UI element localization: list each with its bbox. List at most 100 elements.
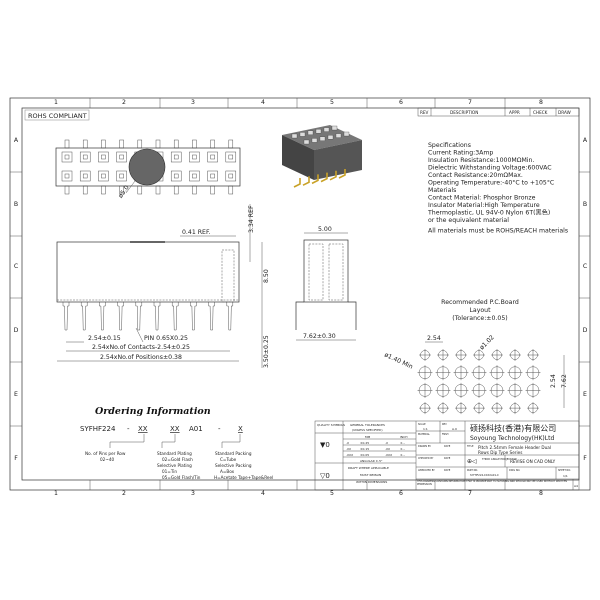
scale-value: 1:1: [423, 427, 428, 431]
column-label: 7: [468, 490, 472, 497]
gold-pin-3d: [311, 174, 319, 185]
socket-cavity: [98, 170, 109, 182]
packing-code: X: [238, 425, 243, 433]
pin-tail: [173, 185, 179, 195]
socket-contact: [119, 154, 124, 160]
socket-contact: [228, 173, 234, 179]
socket-cavity: [170, 151, 182, 163]
column-label: 3: [191, 99, 195, 106]
pin-tail: [137, 139, 143, 149]
dim-334-ref: 3.34 REF: [248, 205, 255, 233]
socket-hole-3d: [331, 125, 338, 131]
row-label: A: [583, 137, 588, 144]
socket-cavity: [189, 151, 200, 163]
side-pin: [135, 302, 143, 331]
pin-tail: [82, 185, 88, 195]
tolerance-cell: .X: [346, 441, 349, 445]
part-no-label: PART NO.: [467, 469, 478, 472]
column-label: 5: [330, 490, 334, 497]
plating-selective: Selective Plating: [157, 463, 192, 468]
socket-contact: [210, 173, 215, 179]
pin-tail: [119, 185, 124, 195]
tolerance-cell: ±...: [400, 447, 405, 451]
row-label: C: [14, 263, 18, 270]
socket-hole-3d: [315, 129, 322, 134]
socket-contact: [192, 154, 197, 160]
title-label: TITLE: [467, 445, 474, 448]
tolerance-cell: ±0.05: [360, 453, 369, 457]
pins-range: 02~40: [100, 457, 115, 462]
dim-positions: 2.54xNo.of Positions±0.38: [100, 354, 182, 361]
tolerance-cell: .XXX: [385, 453, 392, 457]
row-label: D: [583, 327, 588, 334]
ordering-title: Ordering Information: [95, 406, 211, 417]
socket-hole-3d: [335, 133, 342, 138]
dim-top-dia: ø5.0: [117, 184, 131, 199]
row-label: F: [14, 455, 18, 462]
sheet-value: 1/1: [563, 474, 568, 478]
pick-and-place-pad: [128, 148, 166, 186]
socket-cavity: [116, 170, 127, 182]
socket-cavity: [225, 151, 237, 163]
socket-cavity: [170, 170, 182, 182]
socket-hole-3d: [323, 127, 330, 132]
top-view: ø5.0: [55, 139, 241, 200]
socket-contact: [64, 154, 70, 160]
date-label: DATE: [444, 445, 451, 448]
unless-specified: (UNLESS SPECIFIED): [352, 428, 383, 432]
dash: -: [218, 425, 221, 433]
side-pin: [208, 302, 215, 331]
pin-tail: [210, 185, 215, 195]
dim-contacts: 2.54xNo.of Contacts-2.54±0.25: [92, 344, 190, 351]
dim-width-500: 5.00: [318, 226, 332, 233]
gold-pin-3d: [338, 169, 346, 179]
description-header: DESCRIPTION: [450, 110, 478, 115]
column-label: 8: [539, 490, 543, 497]
plating-01: 01=Tin: [162, 469, 177, 474]
part-prefix: SYFHF224: [80, 425, 116, 433]
dash: -: [127, 425, 130, 433]
plating-code: XX: [170, 425, 180, 433]
revise-note: REVISE ON CAD ONLY: [510, 459, 556, 464]
socket-cavity: [116, 151, 127, 163]
side-pin: [190, 302, 197, 331]
scale-label: SCALE: [418, 423, 426, 426]
pcb-layout: Recommended P.C.Board Layout (Tolerance:…: [383, 299, 568, 415]
pin-tail: [119, 139, 124, 149]
drawing-title-line1: Pitch 2.54mm Female Header Dual: [478, 445, 551, 450]
side-pin: [226, 302, 234, 331]
dim-tail: 3.50±0.25: [263, 335, 270, 368]
tolerance-cell: ±0.15: [360, 447, 369, 451]
pcb-hole-dia: ø1.02: [478, 334, 495, 351]
column-label: 4: [261, 99, 265, 106]
pin-tail: [155, 139, 161, 149]
spec-line: Materials: [428, 187, 456, 194]
column-label: 5: [330, 99, 334, 106]
socket-contact: [192, 173, 197, 179]
column-label: 7: [468, 99, 472, 106]
tolerance-cell: .XX: [385, 447, 390, 451]
socket-hole-3d: [307, 130, 314, 135]
side-view: 0.41 REF. 3.34 REF 8.50 3.50±0.25 2.54±0…: [56, 204, 270, 368]
socket-cavity: [79, 151, 91, 163]
dim-row-spacing: 7.62±0.30: [303, 333, 336, 340]
column-label: 6: [399, 99, 403, 106]
plating-standard: Standard Plating: [157, 451, 192, 456]
inner-border: [21, 107, 580, 481]
column-label: 1: [54, 490, 58, 497]
pin-tail: [137, 185, 143, 195]
gold-pin-3d: [302, 176, 310, 186]
socket-cavity: [207, 151, 218, 163]
rev-value: A.0: [452, 427, 457, 431]
column-label: 6: [399, 490, 403, 497]
dim-pin: PIN 0.65X0.25: [144, 335, 188, 342]
plating-02: 02=Gold Flash: [162, 457, 193, 462]
pcb-tolerance: (Tolerance:±0.05): [452, 315, 507, 322]
pcb-row-spacing: 7.62: [561, 374, 568, 388]
draw-header: DRAW: [558, 110, 571, 115]
side-pin: [62, 302, 70, 331]
socket-cavity: [225, 170, 237, 182]
check-header: CHECK: [533, 110, 548, 115]
rohs-label: ROHS COMPLIANT: [28, 112, 87, 120]
